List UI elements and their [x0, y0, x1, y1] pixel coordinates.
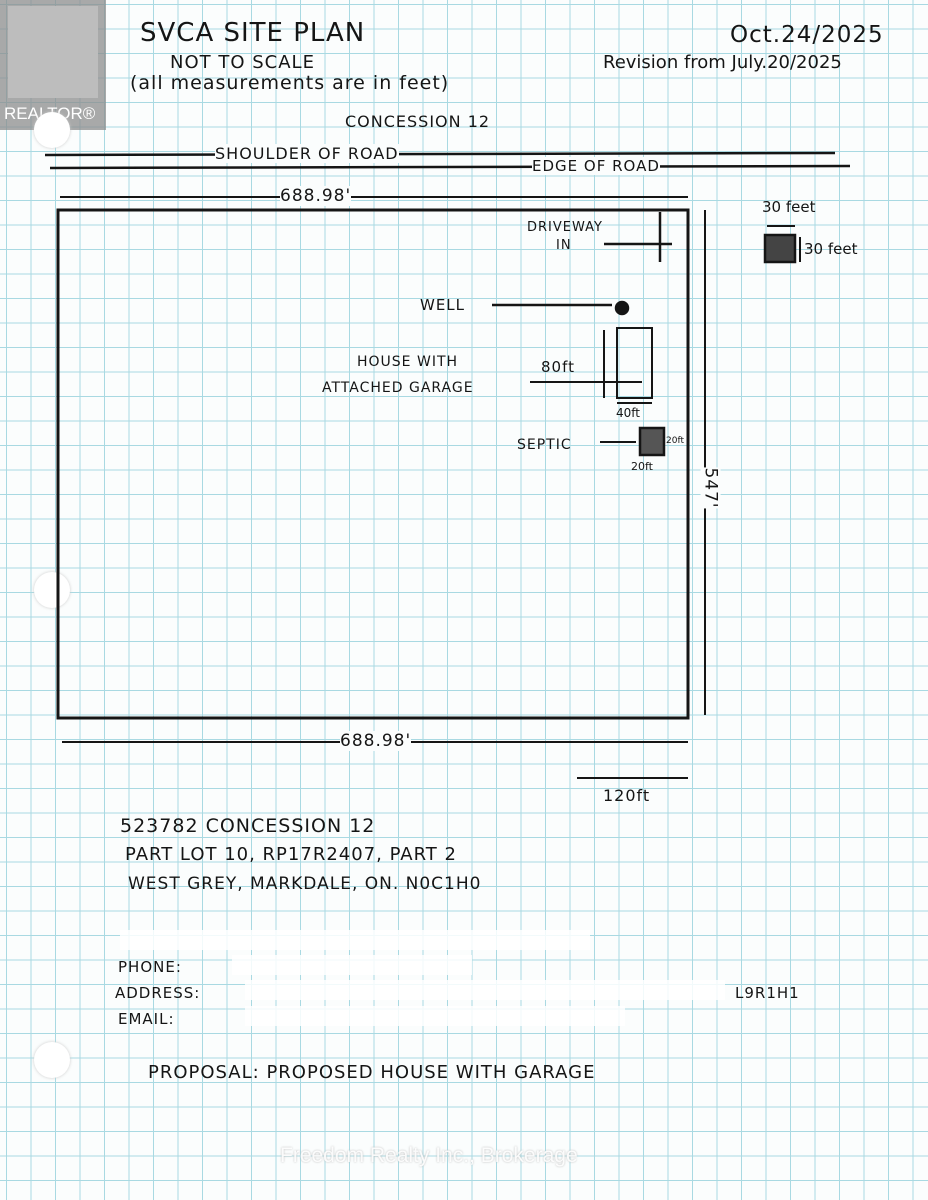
email-label: EMAIL: — [118, 1010, 175, 1028]
plan-title: SVCA SITE PLAN — [140, 18, 366, 48]
well-marker — [614, 300, 630, 316]
punch-hole — [34, 112, 70, 148]
offset-label: 120ft — [603, 786, 651, 805]
septic-bed — [638, 426, 666, 457]
lot-boundary — [56, 208, 690, 720]
redacted-phone — [232, 955, 472, 975]
house-width-label: 40ft — [616, 406, 640, 420]
realtor-logo: REALTOR® — [0, 0, 106, 130]
septic-height-label: 20ft — [666, 436, 684, 446]
address-postal: L9R1H1 — [735, 984, 800, 1002]
house-label-2: ATTACHED GARAGE — [322, 380, 474, 396]
redacted-email — [245, 1006, 625, 1026]
bottom-width-label: 688.98' — [340, 731, 412, 751]
brokerage-watermark: Freedom Realty Inc., Brokerage — [280, 1144, 578, 1167]
house-length-label: 80ft — [541, 358, 575, 376]
top-width-label: 688.98' — [280, 186, 352, 206]
plan-date: Oct.24/2025 — [730, 22, 884, 48]
revision-note: Revision from July.20/2025 — [603, 52, 842, 73]
proposal-text: PROPOSAL: PROPOSED HOUSE WITH GARAGE — [148, 1062, 596, 1083]
edge-label: EDGE OF ROAD — [532, 157, 660, 175]
shoulder-of-road-line — [44, 151, 836, 157]
redacted-name — [120, 930, 590, 950]
driveway-label: DRIVEWAY — [527, 220, 603, 235]
legend-height-label: 30 feet — [804, 240, 858, 258]
driveway-label-2: IN — [556, 238, 572, 253]
address-line-3: WEST GREY, MARKDALE, ON. N0C1H0 — [128, 874, 482, 894]
legend-square — [763, 233, 797, 264]
punch-hole — [34, 1042, 70, 1078]
concession-label: CONCESSION 12 — [345, 112, 491, 131]
punch-hole — [34, 572, 70, 608]
address-label: ADDRESS: — [115, 984, 201, 1002]
address-line-2: PART LOT 10, RP17R2407, PART 2 — [125, 844, 457, 865]
legend-width-label: 30 feet — [762, 198, 816, 216]
shoulder-label: SHOULDER OF ROAD — [215, 144, 399, 163]
house-footprint — [616, 327, 653, 399]
address-line-1: 523782 CONCESSION 12 — [120, 815, 376, 837]
house-label: HOUSE WITH — [357, 354, 459, 370]
phone-label: PHONE: — [118, 958, 182, 976]
units-note: (all measurements are in feet) — [130, 72, 450, 94]
septic-width-label: 20ft — [631, 460, 653, 473]
redacted-address — [245, 980, 725, 1000]
septic-label: SEPTIC — [517, 437, 572, 453]
depth-label: 547' — [700, 467, 721, 509]
well-label: WELL — [420, 296, 466, 314]
scale-note: NOT TO SCALE — [170, 52, 315, 73]
realtor-logo-mark — [8, 6, 98, 98]
edge-of-road-line — [49, 164, 851, 170]
